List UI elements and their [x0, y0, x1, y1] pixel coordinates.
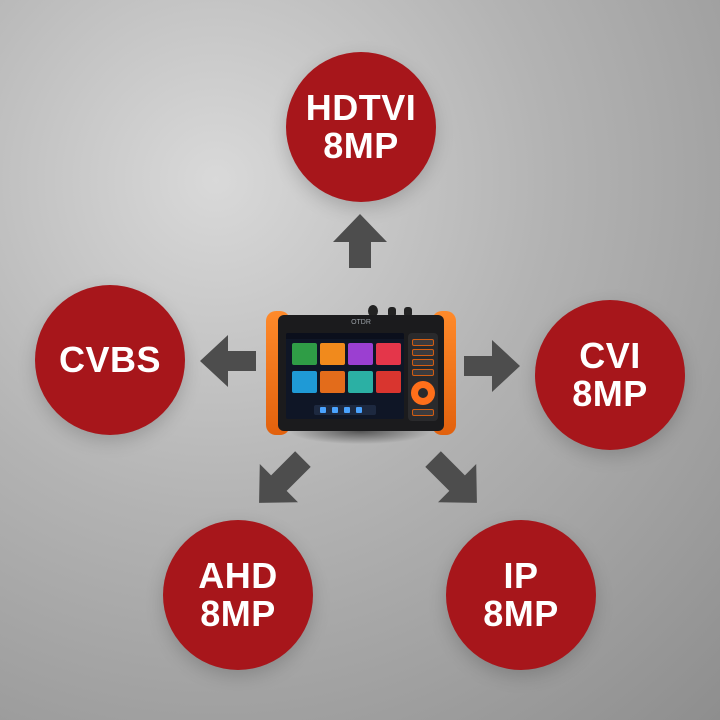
device-keypad	[408, 333, 438, 421]
device-label: OTDR	[351, 319, 371, 326]
arrow-down-left-icon	[246, 446, 316, 516]
device-key	[412, 409, 434, 416]
app-tile	[376, 371, 401, 393]
node-cvbs: CVBS	[35, 285, 185, 435]
node-cvi: CVI 8MP	[535, 300, 685, 450]
app-tile	[348, 371, 373, 393]
node-ip-line2: 8MP	[483, 593, 559, 634]
device-port	[404, 307, 412, 317]
node-ahd-line1: AHD	[198, 555, 278, 597]
app-tile	[292, 371, 317, 393]
node-hdtvi: HDTVI 8MP	[286, 52, 436, 202]
device-key	[412, 359, 434, 366]
app-tile	[292, 343, 317, 365]
device-key	[412, 369, 434, 376]
app-tile	[320, 343, 345, 365]
node-ip-line1: IP	[503, 555, 539, 597]
node-cvi-line1: CVI	[579, 335, 641, 377]
node-cvbs-line1: CVBS	[58, 339, 162, 381]
device-body: OTDR	[278, 315, 444, 431]
device-key	[412, 339, 434, 346]
cctv-tester-device-icon: OTDR	[266, 305, 456, 435]
arrow-down-right-icon	[420, 446, 490, 516]
arrow-right-icon	[462, 338, 522, 394]
node-ahd: AHD 8MP	[163, 520, 313, 670]
node-cvi-line2: 8MP	[572, 373, 648, 414]
node-hdtvi-line1: HDTVI	[305, 87, 417, 129]
arrow-up-icon	[331, 212, 389, 270]
device-screen	[286, 333, 404, 419]
app-tile	[320, 371, 345, 393]
node-ip: IP 8MP	[446, 520, 596, 670]
arrow-left-icon	[198, 333, 258, 389]
device-key	[412, 349, 434, 356]
device-knob	[368, 305, 378, 317]
device-dock	[314, 405, 376, 415]
device-statusbar	[286, 333, 404, 339]
app-tile	[348, 343, 373, 365]
app-tile	[376, 343, 401, 365]
node-hdtvi-line2: 8MP	[323, 125, 399, 166]
device-port	[388, 307, 396, 317]
device-dpad	[411, 381, 435, 405]
node-ahd-line2: 8MP	[200, 593, 276, 634]
